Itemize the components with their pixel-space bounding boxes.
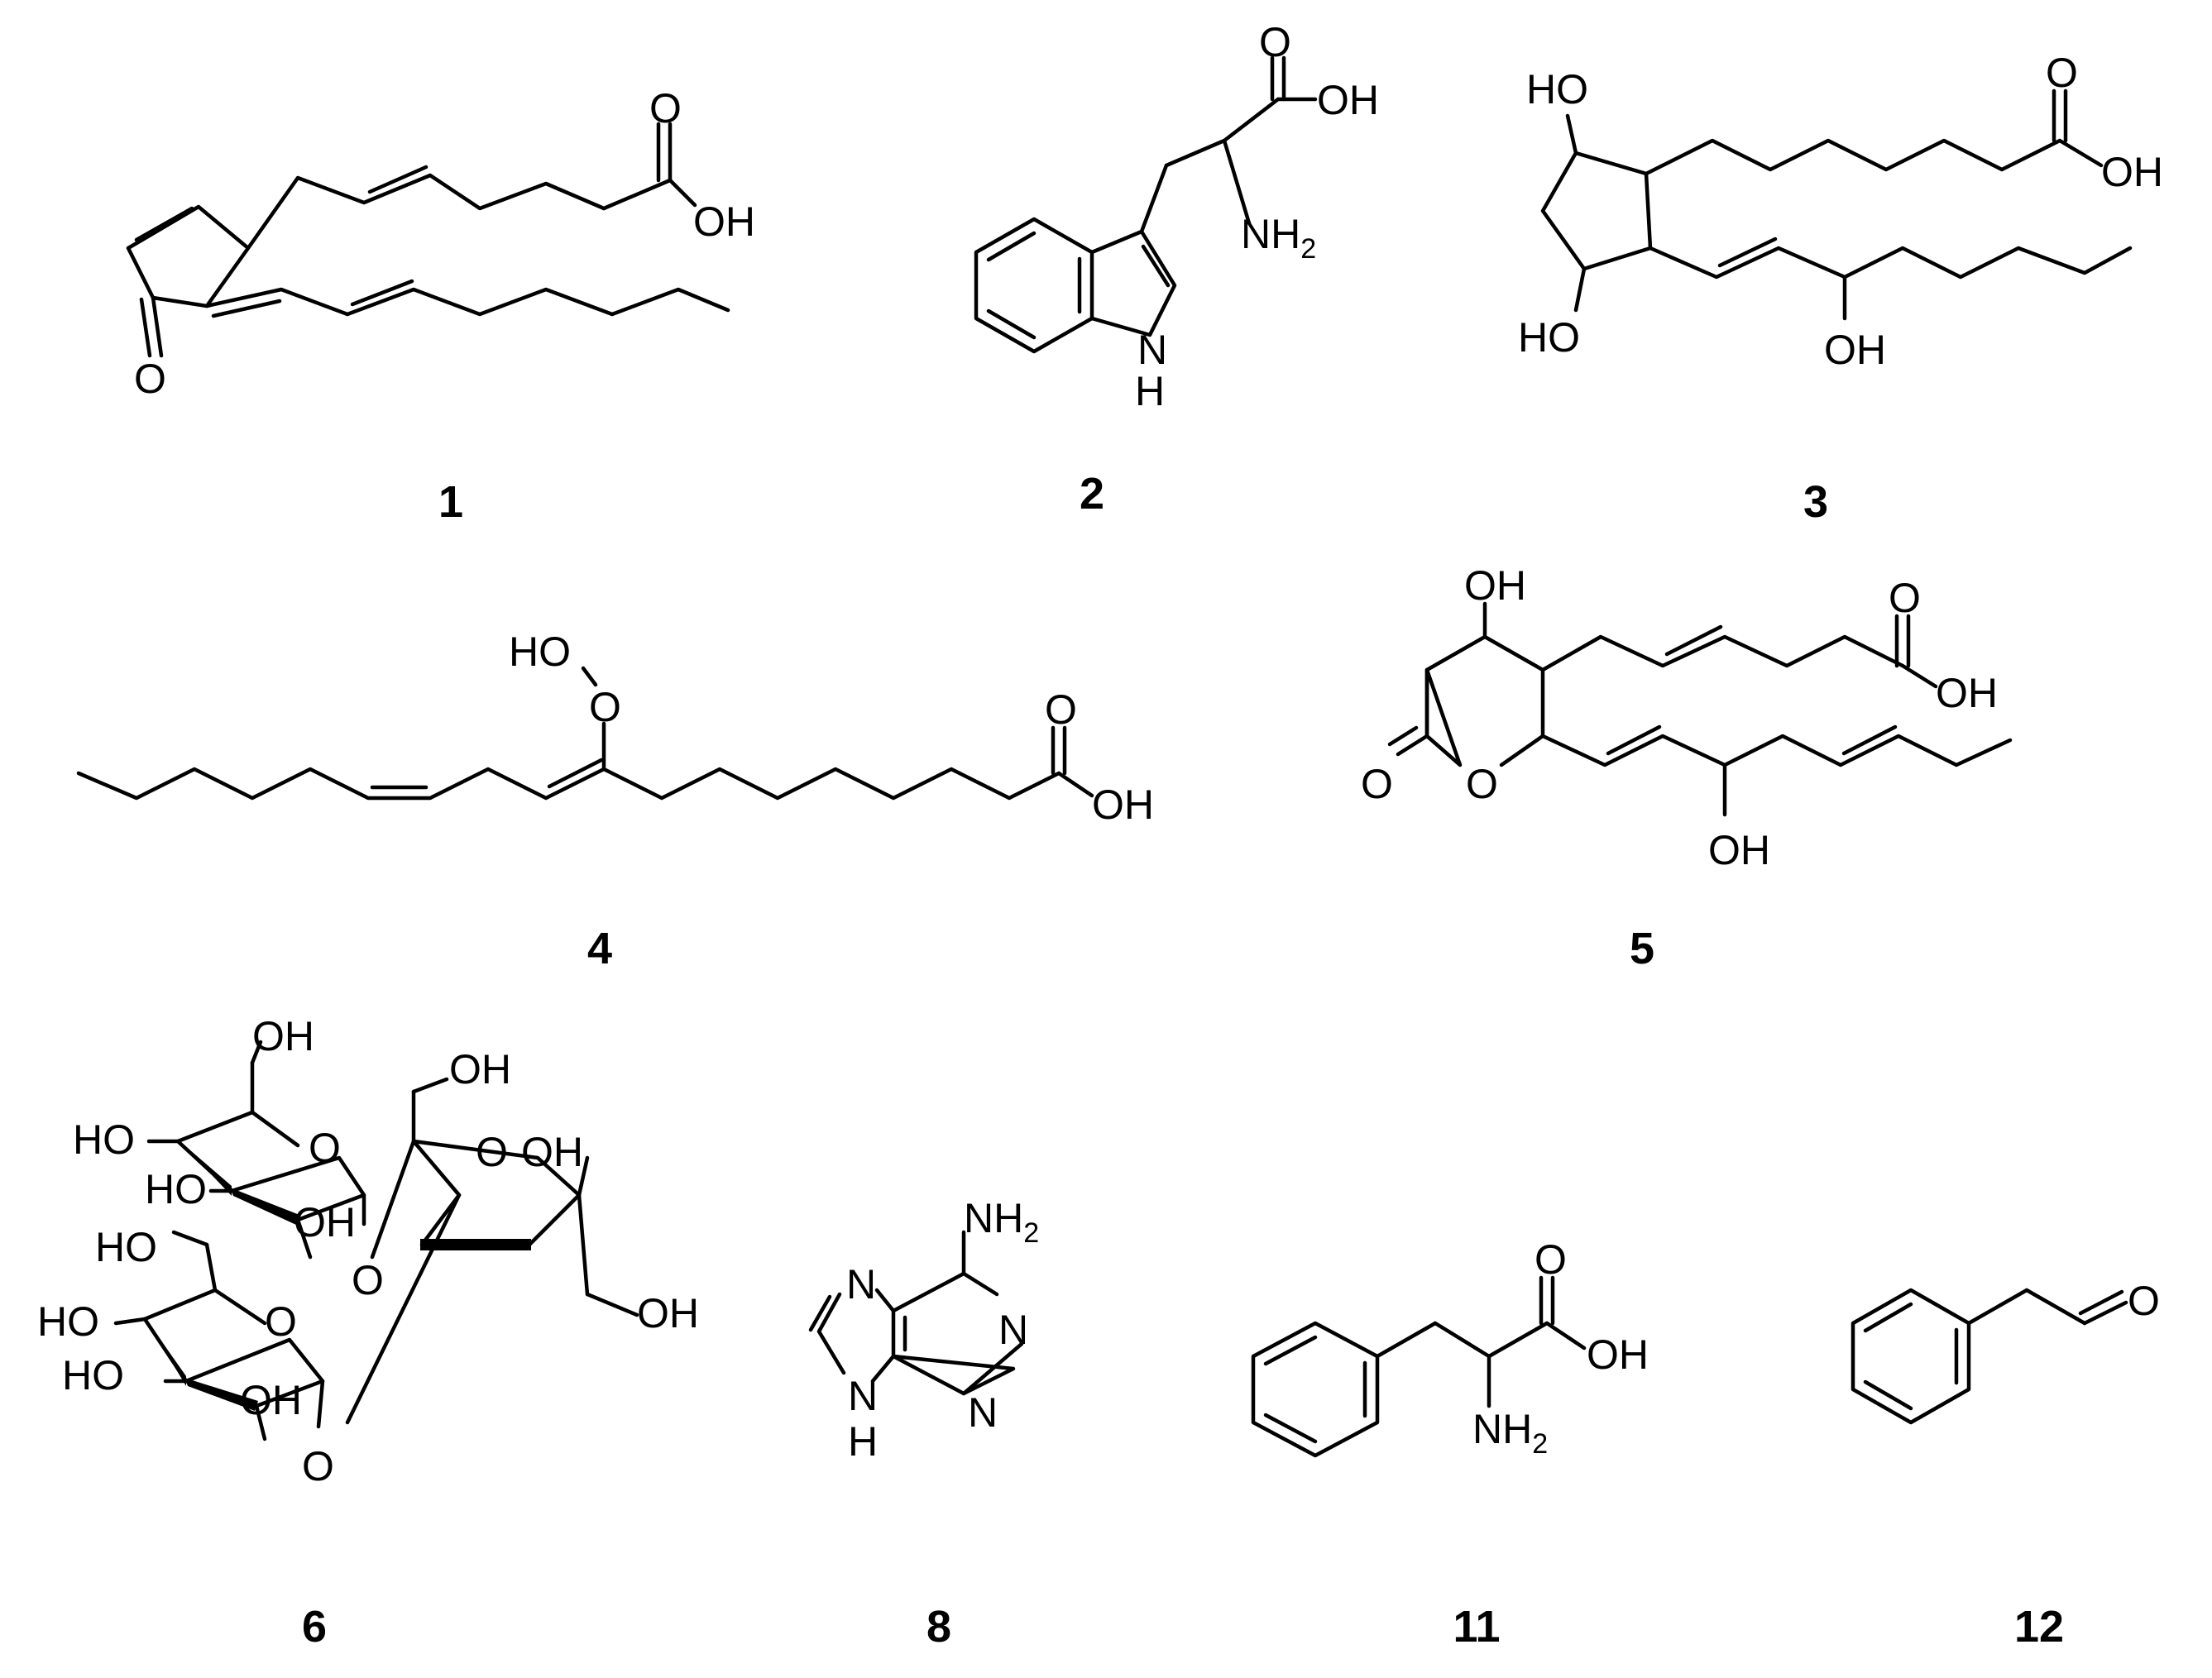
compound-2-acid-hydroxyl: OH [1317,77,1379,123]
compound-3-acid-hydroxyl: OH [2101,149,2163,195]
compound-5-acid-hydroxyl: OH [1936,670,1998,716]
compound-8-structure [808,1230,1024,1396]
compound-6-hydroxyl-2: HO [73,1116,135,1163]
compound-11-acid-oxygen: O [1535,1236,1567,1283]
compound-1-acid-oxygen: O [649,85,682,131]
compound-8-nitrogen-3: N [968,1389,998,1436]
compound-6-hydroxyl-10: HO [62,1352,124,1398]
compound-4-acid-hydroxyl: OH [1092,782,1154,828]
compound-12-aldehyde-oxygen: O [2128,1278,2160,1324]
compound-2-structure [974,55,1318,354]
compound-4-label: 4 [587,924,612,973]
compound-6-glycosidic-oxygen-2: O [302,1443,334,1489]
compound-6-hydroxyl-8: HO [95,1224,157,1270]
compound-6-hydroxyl-7: OH [637,1290,699,1336]
compound-11-acid-hydroxyl: OH [1587,1331,1649,1378]
compound-1-structure [126,122,730,358]
compound-2-acid-oxygen: O [1259,19,1291,65]
compound-11-label: 11 [1453,1602,1500,1652]
compound-6-hydroxyl-1: OH [252,1013,314,1059]
compound-8-label: 8 [926,1602,951,1652]
compound-6-structure [113,1040,639,1441]
compound-3-label: 3 [1803,477,1828,527]
compound-6-label: 6 [302,1602,327,1652]
compound-5-acid-oxygen: O [1889,575,1921,621]
compound-6-hydroxyl-3: HO [145,1166,207,1212]
compound-3-ring-hydroxyl-top: HO [1526,66,1588,112]
compound-5-structure [1387,601,2013,817]
compound-6-ring-oxygen-1: O [309,1125,341,1171]
compound-12-label: 12 [2014,1602,2064,1652]
compound-8-amine: NH2 [964,1195,1039,1249]
compound-8-nitrogen-9: N [848,1373,878,1419]
compound-1-label: 1 [438,477,463,527]
compound-5-ring-hydroxyl: OH [1464,562,1526,609]
compound-2-indole-hydrogen: H [1135,368,1165,414]
compound-6-hydroxyl-6: OH [521,1129,583,1175]
compound-5-ring-oxygen: O [1466,761,1498,807]
compound-4-hydroperoxy-oxygen: O [589,684,621,730]
compound-11-structure [1251,1275,1587,1458]
compound-5-lactone-carbonyl-oxygen: O [1361,761,1393,807]
compound-6-ring-oxygen-2: O [265,1298,297,1345]
compound-5-label: 5 [1630,924,1654,973]
compound-6-hydroxyl-4: OH [294,1199,356,1245]
compound-2-indole-nitrogen: N [1137,327,1167,373]
compound-8-nitrogen-7: N [846,1261,876,1308]
compound-1-acid-hydroxyl: OH [693,198,755,245]
compound-4-structure [76,666,1094,801]
compound-2-label: 2 [1080,469,1104,519]
compound-11-amine: NH2 [1472,1406,1548,1460]
compound-8-nitrogen-1: N [998,1307,1028,1353]
compound-2-amine: NH2 [1241,211,1316,265]
compound-3-structure [1540,88,2133,321]
compound-3-ring-hydroxyl-bottom: HO [1518,314,1580,361]
compound-3-side-hydroxyl: OH [1824,327,1886,373]
compound-4-acid-oxygen: O [1045,686,1077,733]
compound-6-glycosidic-oxygen-1: O [352,1257,384,1303]
compound-6-hydroxyl-11: OH [240,1377,302,1423]
compound-6-hydroxyl-9: HO [37,1298,99,1345]
compound-8-nitrogen-9-hydrogen: H [848,1418,878,1465]
compound-4-hydroperoxy-hydrogen: HO [509,629,571,675]
compound-6-hydroxyl-5: OH [449,1046,511,1092]
compound-6-furanose-oxygen: O [476,1129,508,1175]
compound-1-ketone-oxygen: O [134,356,166,402]
compound-3-acid-oxygen: O [2046,50,2078,96]
compound-5-side-hydroxyl: OH [1708,827,1770,873]
compound-12-structure [1851,1288,2128,1425]
